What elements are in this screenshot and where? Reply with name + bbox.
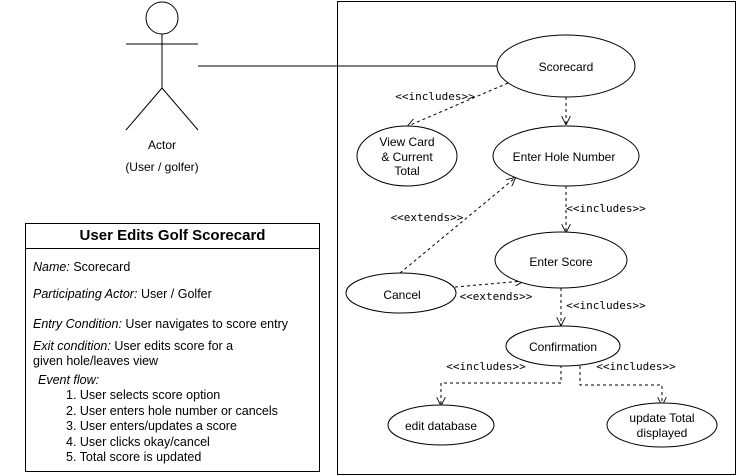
usecase-enter-score[interactable] (494, 231, 628, 289)
usecase-enter-hole-label: Enter Hole Number (513, 150, 616, 164)
description-exit-row: Exit condition: User edits score for a (33, 339, 233, 354)
usecase-edit-database[interactable] (387, 404, 495, 446)
description-title: User Edits Golf Scorecard (26, 224, 319, 249)
exit-value-line2: given hole/leaves view (33, 354, 159, 368)
event-flow-step: 3. User enters/updates a score (66, 419, 237, 433)
label-includes-1: <<includes>> (395, 90, 475, 103)
actor-right-leg (161, 87, 199, 131)
usecase-view-card-label-2: & Current (381, 150, 433, 164)
usecase-update-total[interactable] (606, 402, 718, 448)
label-includes-4: <<includes>> (446, 360, 526, 373)
actor-label-text: Participating Actor: (33, 287, 138, 301)
label-extends-1: <<extends>> (391, 211, 464, 224)
exit-label: Exit condition: (33, 339, 111, 353)
usecase-edit-database-label: edit database (405, 419, 477, 433)
system-boundary (337, 1, 736, 475)
name-value: Scorecard (73, 260, 131, 274)
actor-head (145, 1, 179, 35)
usecase-view-card[interactable] (356, 125, 458, 187)
usecase-cancel-label: Cancel (383, 288, 420, 302)
includes-confirmation-editdb (441, 365, 562, 405)
usecase-view-card-label-1: View Card (379, 135, 434, 149)
event-flow-label: Event flow: (38, 373, 100, 387)
description-event-flow-label: Event flow: (38, 373, 99, 388)
event-flow-step: 5. Total score is updated (66, 450, 202, 464)
actor-figure (125, 1, 199, 131)
event-flow-list: 1. User selects score option 2. User ent… (66, 388, 278, 466)
actor-left-leg (125, 87, 163, 131)
event-flow-step: 1. User selects score option (66, 388, 221, 402)
actor-value: User / Golfer (140, 287, 212, 301)
label-extends-2: <<extends>> (460, 290, 533, 303)
usecase-confirmation-label: Confirmation (529, 340, 597, 354)
actor-role: (User / golfer) (125, 160, 198, 174)
description-name-row: Name: Scorecard (33, 260, 130, 275)
usecase-update-total-label-1: update Total (629, 411, 694, 425)
description-entry-row: Entry Condition: User navigates to score… (33, 317, 288, 332)
extends-cancel-enterscore (454, 281, 523, 288)
actor-label: Actor (148, 138, 176, 152)
description-actor-row: Participating Actor: User / Golfer (33, 287, 212, 302)
includes-confirmation-updatetotal (579, 366, 662, 405)
name-label: Name: (33, 260, 70, 274)
usecase-enter-hole-number[interactable] (492, 125, 640, 187)
label-includes-2: <<includes>> (566, 202, 646, 215)
usecase-update-total-label-2: displayed (637, 426, 688, 440)
event-flow-step: 4. User clicks okay/cancel (66, 434, 210, 449)
extends-cancel-enterhole (399, 178, 515, 274)
entry-label: Entry Condition: (33, 317, 122, 331)
usecase-view-card-label-3: Total (394, 164, 419, 178)
usecase-enter-score-label: Enter Score (529, 255, 593, 269)
usecase-scorecard[interactable] (496, 34, 636, 98)
label-includes-5: <<includes>> (596, 360, 676, 373)
includes-scorecard-viewcard (408, 82, 509, 126)
description-exit-row-2: given hole/leaves view (33, 354, 158, 369)
event-flow-step: 2. User enters hole number or cancels (66, 403, 278, 418)
label-includes-3: <<includes>> (566, 299, 646, 312)
usecase-confirmation[interactable] (505, 325, 621, 367)
use-case-description-box: User Edits Golf Scorecard Name: Scorecar… (25, 223, 320, 472)
exit-value-line1: User edits score for a (114, 339, 234, 353)
usecase-scorecard-label: Scorecard (539, 60, 594, 74)
entry-value: User navigates to score entry (125, 317, 288, 331)
usecase-cancel[interactable] (345, 272, 457, 314)
